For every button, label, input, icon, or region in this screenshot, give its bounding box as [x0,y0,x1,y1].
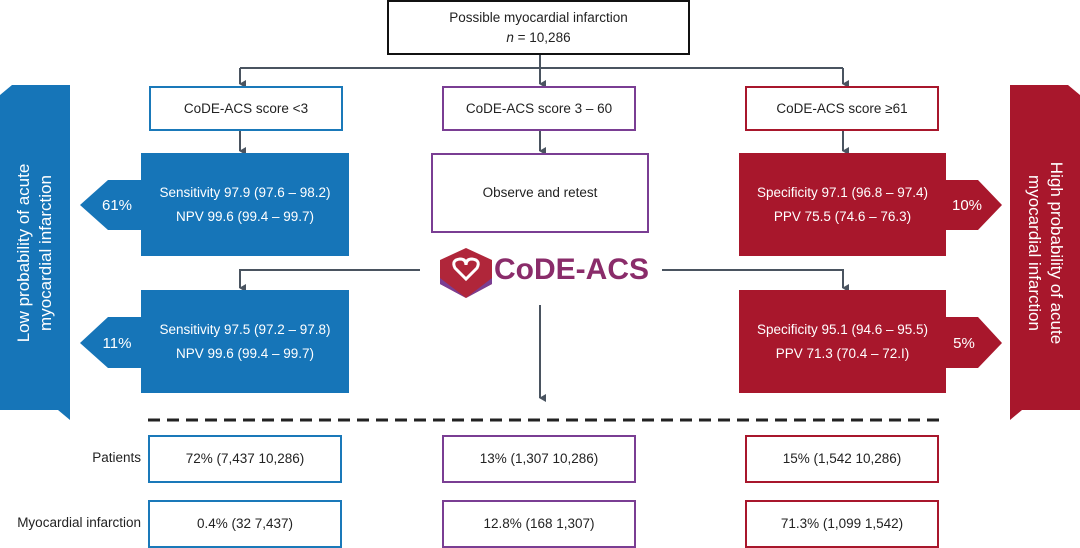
score-low-box: CoDE-ACS score <3 [149,86,343,131]
score-high-box: CoDE-ACS score ≥61 [745,86,939,131]
observe-box: Observe and retest [431,153,649,233]
arrow-right-5 [946,317,1002,368]
pct-10: 10% [951,196,983,214]
low-rule-out-box-2: Sensitivity 97.5 (97.2 – 97.8)NPV 99.6 (… [141,290,349,393]
row-label-patients: Patients [92,450,141,465]
low-rule-out-box: Sensitivity 97.9 (97.6 – 98.2)NPV 99.6 (… [141,153,349,256]
score-mid-box: CoDE-ACS score 3 – 60 [442,86,636,131]
pct-61: 61% [101,196,133,214]
arrow-right-10 [946,180,1002,230]
patients-low: 72% (7,437 10,286) [148,435,342,483]
high-probability-label: High probability of acute myocardial inf… [1025,161,1066,344]
pct-5: 5% [953,334,975,352]
mi-mid: 12.8% (168 1,307) [442,500,636,548]
low-probability-label: Low probability of acute myocardial infa… [14,163,55,342]
arrow-left-61 [80,180,141,230]
pct-11: 11% [102,334,132,352]
side-tab-left [0,85,70,420]
high-rule-in-box-2: Specificity 95.1 (94.6 – 95.5)PPV 71.3 (… [739,290,946,393]
high-rule-in-box: Specificity 97.1 (96.8 – 97.4)PPV 75.5 (… [739,153,946,256]
patients-mid: 13% (1,307 10,286) [442,435,636,483]
arrow-left-11 [80,317,141,368]
mi-low: 0.4% (32 7,437) [148,500,342,548]
side-tab-right [1010,85,1080,420]
logo-text: CoDE-ACS [494,253,649,286]
row-label-mi: Myocardial infarction [17,515,141,530]
logo-icon [440,248,492,298]
patients-high: 15% (1,542 10,286) [745,435,939,483]
mi-high: 71.3% (1,099 1,542) [745,500,939,548]
